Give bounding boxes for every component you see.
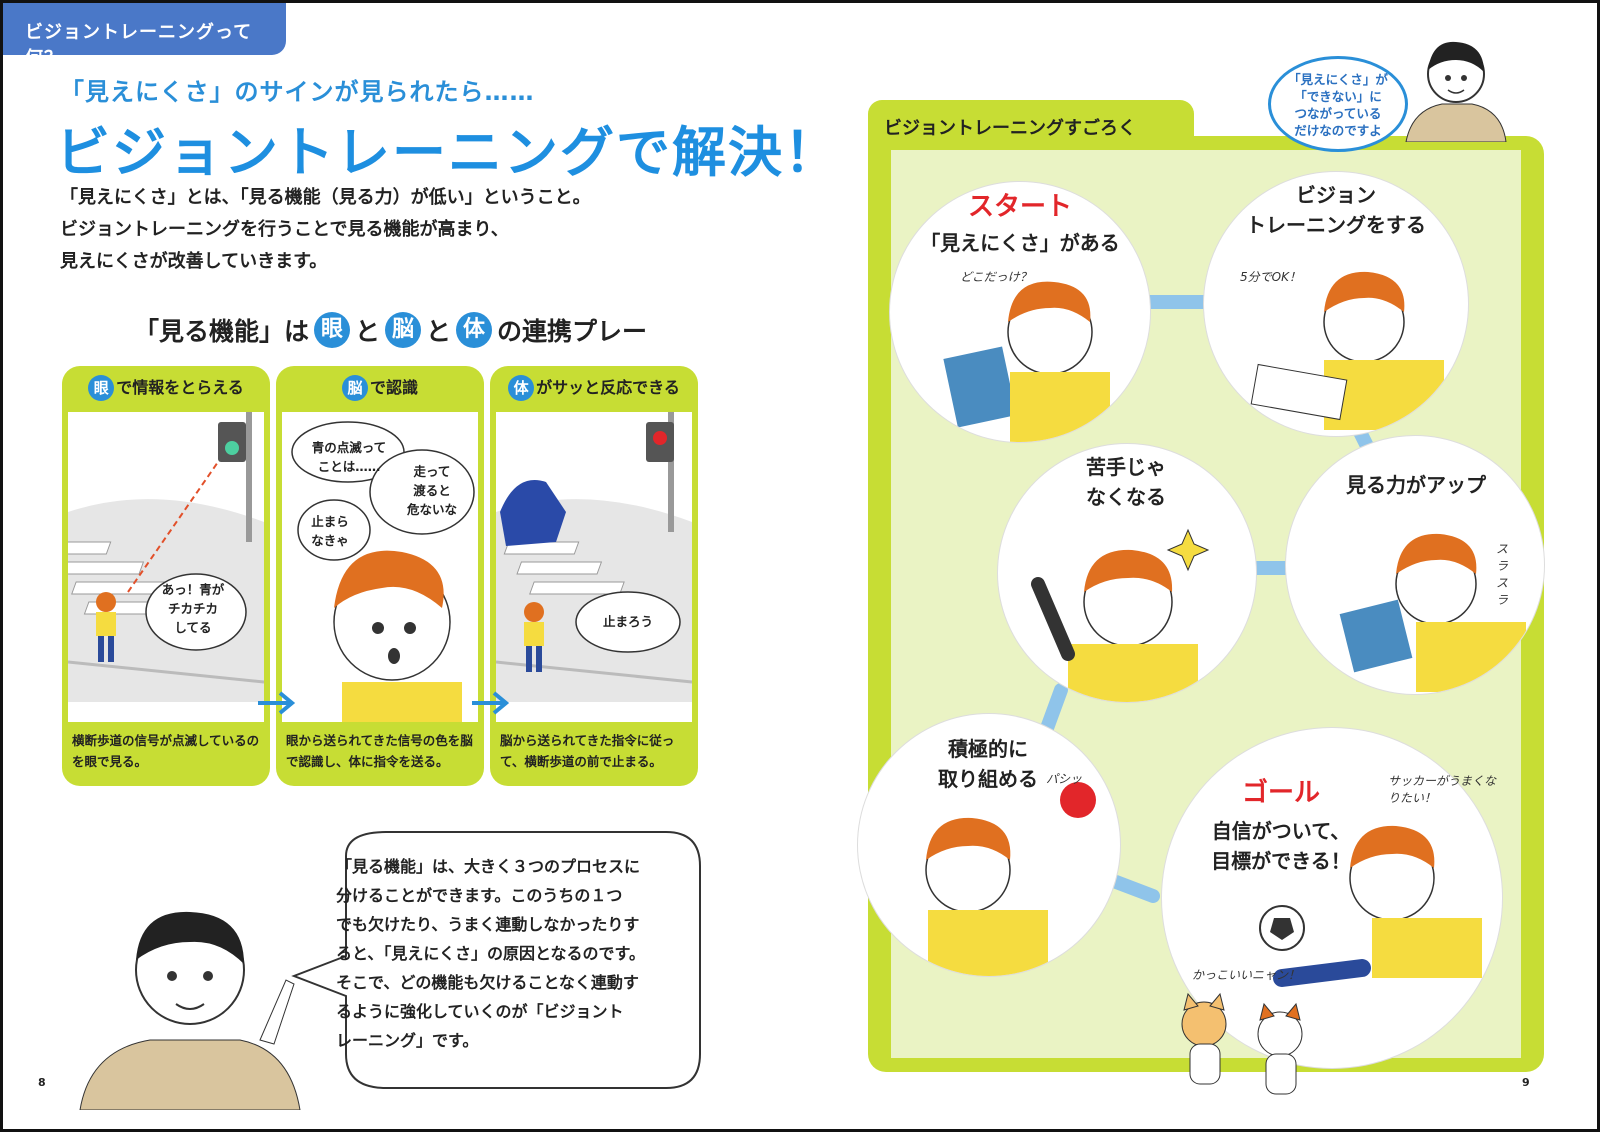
goal-label: ゴール xyxy=(1241,778,1320,808)
body-badge: 体 xyxy=(456,312,493,348)
chapter-tab: ビジョントレーニングって何？ xyxy=(3,3,286,69)
step-no-longer-weak xyxy=(998,444,1256,702)
step-training xyxy=(1204,172,1468,436)
start-handwriting: どこだっけ？ xyxy=(960,270,1032,284)
panel-brain-head: 脳で認識 xyxy=(276,366,484,406)
step4-text: 見る力がアップ xyxy=(1346,473,1486,497)
path-connectors xyxy=(1032,295,1376,903)
teacher-illustration xyxy=(79,911,301,1110)
panel3-caption: 脳から送られてきた指令に従って、横断歩道の前で止まる。 xyxy=(500,733,675,769)
teacher-speech-bubble: 「見えにくさ」が 「できない」に つながっている だけなのですよ xyxy=(1268,56,1408,152)
cat-handwriting: かっこいいニャン！ xyxy=(1192,968,1301,982)
panel-eye-head: 眼で情報をとらえる xyxy=(62,366,270,406)
step-proactive xyxy=(858,714,1120,976)
panel-brain: 脳で認識 青の点滅って ことは…… 止まら なきゃ 走って 渡ると 危ないな 眼… xyxy=(276,366,484,786)
page-title: ビジョントレーニングで解決！ xyxy=(56,121,840,184)
speech-bubble xyxy=(291,831,701,1089)
eye-badge: 眼 xyxy=(314,312,351,348)
step5-text: 積極的に 取り組める xyxy=(938,737,1038,791)
panel2-bubble1: 青の点滅って ことは…… xyxy=(311,440,387,474)
stop-boy-illustration xyxy=(496,412,692,722)
teacher-icon xyxy=(1405,41,1507,142)
arrow-right-icon xyxy=(472,691,510,715)
panel3-speech: 止まろう xyxy=(602,614,653,629)
thinking-boy-illustration xyxy=(282,412,478,722)
panel2-bubble2: 止まら なきゃ xyxy=(311,514,349,548)
goal-text: 自信がついて、 目標ができる！ xyxy=(1211,819,1351,873)
panel-body-head: 体がサッと反応できる xyxy=(490,366,698,406)
speech-text: 「見る機能」は、大きく３つのプロセスに 分けることができます。このうちの１つ で… xyxy=(336,857,645,1050)
goal-handwriting: サッカーがうまくなりたい！ xyxy=(1388,774,1497,805)
start-text: 「見えにくさ」がある xyxy=(920,231,1120,255)
panel-eye: 眼で情報をとらえる あっ！青が チカチカ してる 横断 xyxy=(62,366,270,786)
step2-handwriting: 5分でOK！ xyxy=(1240,270,1301,284)
step4-handwriting: スラスラ xyxy=(1496,542,1509,607)
page-number-right: 9 xyxy=(1522,1076,1530,1089)
page-number-left: 8 xyxy=(38,1076,46,1089)
step-vision-up xyxy=(1286,436,1544,694)
panel2-caption: 眼から送られてきた信号の色を脳で認識し、体に指令を送る。 xyxy=(286,733,473,769)
arrow-right-icon xyxy=(258,691,296,715)
panel1-speech: あっ！青が チカチカ してる xyxy=(161,582,225,635)
cats-illustration xyxy=(1181,992,1303,1095)
step5-handwriting: パシッ xyxy=(1046,772,1083,786)
step-start xyxy=(890,182,1150,442)
intro-text: 「見えにくさ」とは、「見る機能（見る力）が低い」ということ。 ビジョントレーニン… xyxy=(60,187,591,272)
panel-body: 体がサッと反応できる 止まろう 脳から送られてきた指令に従って、横断歩道の前で止… xyxy=(490,366,698,786)
start-label: スタート xyxy=(967,192,1072,222)
crosswalk-illustration xyxy=(68,412,264,722)
brain-badge: 脳 xyxy=(385,312,422,348)
panel1-caption: 横断歩道の信号が点滅しているのを眼で見る。 xyxy=(72,733,260,769)
subtitle: 「見えにくさ」のサインが見られたら…… xyxy=(60,78,535,106)
section-heading: 「見る機能」は 眼 と 脳 と 体 の連携プレー xyxy=(134,312,647,348)
panel2-bubble3: 走って 渡ると 危ないな xyxy=(406,464,457,517)
step2-text: ビジョン トレーニングをする xyxy=(1246,183,1426,237)
step3-text: 苦手じゃ なくなる xyxy=(1086,455,1166,509)
